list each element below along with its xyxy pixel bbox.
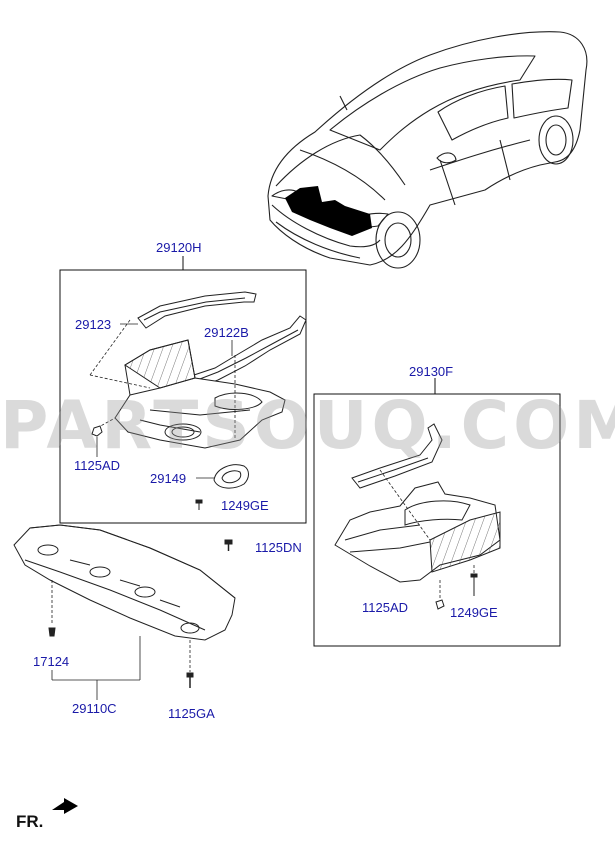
clip-17124-icon [48,580,56,637]
label-front-panel-29110c[interactable]: 29110C [72,701,117,716]
bolt-1125ad-left-icon [91,425,103,437]
label-assembly-right[interactable]: 29130F [409,364,454,379]
screw-1249ge-right-icon [470,573,478,596]
front-panel-29110c-drawing [13,524,236,641]
label-screw-1249ge-right[interactable]: 1249GE [450,605,498,620]
front-direction-arrow-icon [52,798,78,814]
car-undercover-highlight [285,186,372,236]
label-bolt-1125dn[interactable]: 1125DN [255,540,302,555]
label-bolt-1125ad-left[interactable]: 1125AD [74,458,121,473]
bolt-1125ga-icon [186,640,194,688]
car-illustration [267,31,588,269]
leader-lines-left [89,319,236,440]
label-screw-1249ge-left[interactable]: 1249GE [221,498,269,513]
bracket-right-drawing [351,423,443,489]
screw-1249ge-left-icon [195,499,203,510]
undercover-right-drawing [334,481,501,583]
assembly-box-right [313,393,561,647]
undercover-left-drawing [114,339,286,449]
label-bracket-29123[interactable]: 29123 [75,317,112,332]
label-bracket-29122b[interactable]: 29122B [204,325,249,340]
bolt-1125ad-right-icon [435,599,445,610]
label-clip-17124[interactable]: 17124 [33,654,70,669]
label-bolt-1125ad-right[interactable]: 1125AD [362,600,409,615]
front-orientation-label: FR. [16,812,44,831]
bolt-1125dn-icon [224,539,233,551]
label-assembly-left[interactable]: 29120H [156,240,202,255]
bracket-29123-drawing [137,291,257,329]
plug-29149-icon [213,464,249,489]
leader-lines-right [379,469,475,600]
label-plug-29149[interactable]: 29149 [150,471,187,486]
leader-29110c [51,636,141,700]
label-bolt-1125ga[interactable]: 1125GA [168,706,215,721]
